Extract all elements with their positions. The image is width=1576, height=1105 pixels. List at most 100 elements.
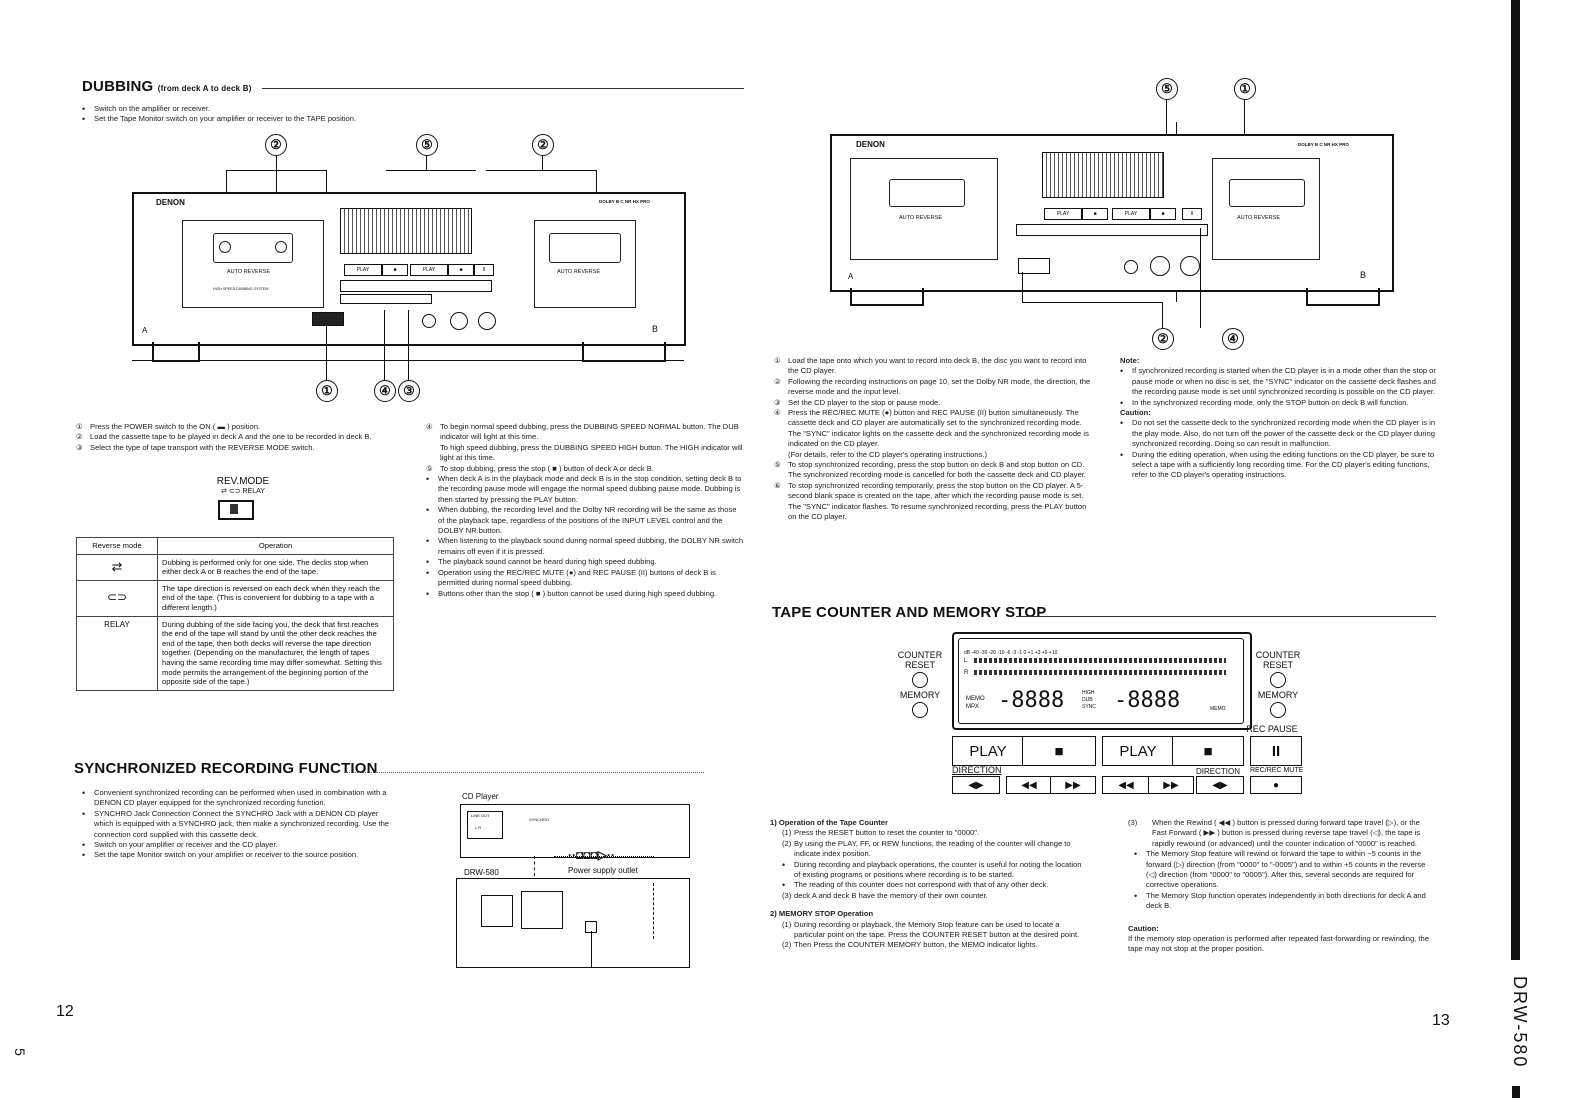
op2-title: 2) MEMORY STOP Operation [770,909,874,919]
memory-button-a[interactable] [912,702,928,718]
list-item: When listening to the playback sound dur… [426,536,744,557]
step-number: ② [76,432,83,442]
item-number: (3) [1128,818,1138,827]
counter-reset-label-b: COUNTER RESET [1255,650,1301,670]
balance-knob[interactable] [450,312,468,330]
step-text: Select the type of tape transport with t… [90,442,315,452]
play-button-b[interactable]: PLAY [1112,208,1150,220]
rec-pause-button[interactable]: II [1250,736,1302,766]
play-button-b[interactable]: PLAY [1102,736,1174,766]
counter-reset-button-b[interactable] [1270,672,1286,688]
op1-title: 1) Operation of the Tape Counter [770,818,888,827]
item-number: (2) [782,940,792,950]
play-button-b[interactable]: PLAY [410,264,448,276]
counter-ops-col1: 1) Operation of the Tape Counter (1)Pres… [770,818,1088,951]
sync-bullets: Convenient synchronized recording can be… [82,788,394,861]
callout-4: ④ [1222,328,1244,350]
list-item: Do not set the cassette deck to the sync… [1120,418,1438,449]
item-number: (1) [782,828,792,838]
ff-button-b[interactable]: ▶▶ [1148,776,1194,794]
step-number: ② [774,376,781,386]
list-item: Switch on your amplifier or receiver and… [82,840,394,851]
phones-jack[interactable] [1124,260,1138,274]
rewind-button-a[interactable]: ◀◀ [1006,776,1052,794]
step-text: To high speed dubbing, press the DUBBING… [440,442,743,463]
rec-pause-button[interactable]: II [474,264,494,276]
play-button-a[interactable]: PLAY [1044,208,1082,220]
op-cell: During dubbing of the side facing you, t… [157,615,394,691]
stop-button-a[interactable]: ■ [1022,736,1096,766]
sync-title: SYNCHRONIZED RECORDING FUNCTION [74,760,378,777]
corner-mark: 5 [11,1048,28,1056]
deck-illustration-right: ⑤ ① DENON DOLBY B C NR HX PRO AUTO REVER… [830,78,1394,350]
power-switch[interactable] [312,312,344,326]
dolby-label: DOLBY B C NR HX PRO [1298,142,1349,147]
counter-reset-button-a[interactable] [912,672,928,688]
memory-button-b[interactable] [1270,702,1286,718]
balance-knob[interactable] [1150,256,1170,276]
caution-title: Caution: [1120,408,1151,418]
play-button-a[interactable]: PLAY [952,736,1024,766]
deck-a-label: A [848,272,854,281]
list-item: To high speed dubbing, press the DUBBING… [426,443,744,464]
deck-a-label: A [142,326,148,335]
auto-reverse-label-b: AUTO REVERSE [1237,215,1280,221]
stop-button-b[interactable]: ■ [1150,208,1176,220]
callout-5: ⑤ [1156,78,1178,100]
counter-digits-a: -8888 [998,688,1065,713]
rec-mute-button[interactable]: ● [1250,776,1302,794]
play-button-a[interactable]: PLAY [344,264,382,276]
deck-illustration-left: ② ⑤ ② DENON DOLBY B C NR HX PRO AUTO REV… [132,134,692,404]
table-header-row: Reverse mode Operation [76,537,394,555]
step-text: To stop synchronized recording temporari… [788,480,1087,522]
list-item: The reading of this counter does not cor… [782,880,1088,891]
stop-button-b[interactable]: ■ [1172,736,1244,766]
plug-icon: ··◘◘◘▷·· [568,848,615,862]
step-number: ③ [76,442,83,452]
callout-2-left: ② [265,134,287,156]
deck-b-label: B [652,324,659,334]
input-level-knob[interactable] [1180,256,1200,276]
auto-reverse-label-b: AUTO REVERSE [557,269,600,275]
brand-label: DENON [856,140,885,149]
item-number: (2) [782,838,792,848]
cassette-window-b: AUTO REVERSE [534,220,636,308]
step-number: ⑤ [426,463,433,473]
op-cell: Dubbing is performed only for one side. … [157,553,394,581]
direction-button-b[interactable]: ◀▶ [1196,776,1244,794]
stop-button-b[interactable]: ■ [448,264,474,276]
list-item: (1)During recording or playback, the Mem… [770,920,1088,941]
rewind-button-b[interactable]: ◀◀ [1102,776,1150,794]
list-item: (For details, refer to the CD player's o… [774,450,1092,460]
sync-notes: Note: If synchronized recording is start… [1120,356,1438,481]
power-outlet-label: Power supply outlet [568,866,638,875]
stop-button-a[interactable]: ■ [1082,208,1108,220]
rec-pause-label: REC PAUSE [1246,724,1298,734]
dubbing-prep-list: Switch on the amplifier or receiver. Set… [82,104,542,125]
dolby-label: DOLBY B C NR HX PRO [599,199,650,204]
direction-label-b: DIRECTION [1196,767,1240,776]
item-text: Press the RESET button to reset the coun… [794,828,980,838]
cassette-window-a: AUTO REVERSE [850,158,998,260]
rec-pause-button[interactable]: II [1182,208,1202,220]
brand-label: DENON [156,198,185,207]
input-level-knob[interactable] [478,312,496,330]
auto-reverse-label: AUTO REVERSE [227,269,270,275]
page-number-right: 13 [1432,1012,1450,1029]
note-title: Note: [1120,356,1140,365]
rev-mode-slider[interactable] [218,500,254,520]
step-number: ④ [774,408,781,418]
direction-button-a[interactable]: ◀▶ [952,776,1000,794]
mpx-indicator: MPX [966,704,980,710]
memo-indicator: MEMO [966,696,985,702]
phones-jack[interactable] [422,314,436,328]
step-number: ① [76,422,83,431]
power-switch[interactable] [1018,258,1050,274]
stop-button-a[interactable]: ■ [382,264,408,276]
list-item: The synchronized recording mode is cance… [774,470,1092,480]
ff-button-a[interactable]: ▶▶ [1050,776,1096,794]
item-text: By using the PLAY, FF, or REW functions,… [794,838,1071,859]
